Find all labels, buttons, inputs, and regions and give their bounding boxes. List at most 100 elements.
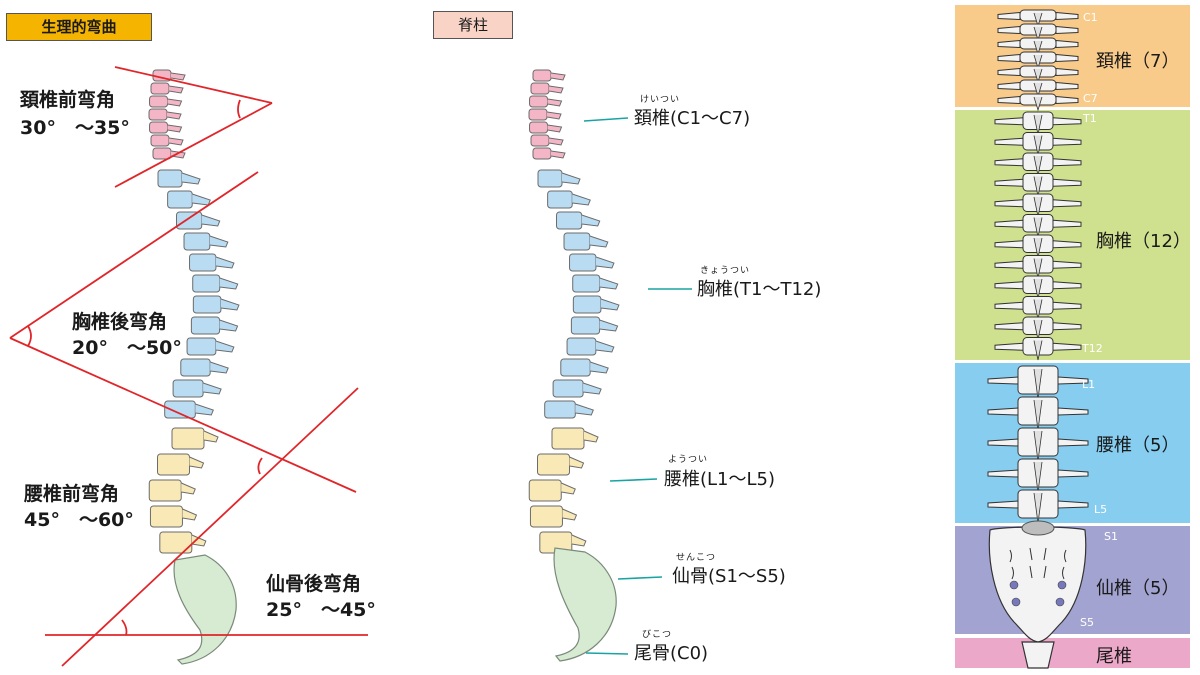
transverse-process — [997, 95, 1079, 105]
lumbar-label: 腰椎(L1～L5) — [664, 469, 776, 490]
middle-spinous-process — [583, 430, 599, 443]
left-spinous-process — [182, 508, 198, 521]
angle-lines — [9, 66, 368, 667]
transverse-process — [994, 301, 1082, 310]
label-l1: L1 — [1082, 378, 1096, 391]
curvature-title: 生理的弯曲 — [6, 13, 152, 41]
back-spinous-process — [1033, 340, 1043, 361]
middle-spinous-process — [562, 508, 578, 521]
left-spine — [148, 69, 240, 665]
transverse-process — [987, 407, 1089, 416]
left-spinous-process — [167, 124, 183, 133]
transverse-process — [994, 219, 1082, 228]
band-coccygeal-label: 尾椎 — [1096, 646, 1132, 667]
thoracic-angle-line-upper — [9, 171, 259, 339]
middle-spinous-process — [599, 277, 619, 290]
cervical-label: 頚椎(C1～C7) — [634, 108, 751, 129]
cervical-angle-line-lower — [114, 102, 273, 188]
left-spinous-process — [181, 482, 196, 495]
middle-spinous-process — [589, 235, 609, 248]
middle-spinous-process — [561, 482, 576, 495]
back-spinous-process — [1033, 96, 1043, 112]
transverse-process — [994, 260, 1082, 269]
left-spinous-process — [202, 382, 222, 395]
label-t1: T1 — [1083, 112, 1097, 125]
sacrum-label: 仙骨(S1～S5) — [672, 566, 786, 587]
coccyx-reading: びこつ — [642, 630, 673, 640]
label-t12: T12 — [1082, 342, 1103, 355]
left-spinous-process — [219, 319, 239, 332]
left-spinous-process — [195, 403, 214, 416]
label-c1: C1 — [1083, 11, 1098, 24]
transverse-process — [997, 39, 1079, 49]
middle-vertebra — [547, 190, 573, 209]
transverse-process — [987, 469, 1089, 478]
left-spinous-process — [192, 193, 211, 206]
spine-title: 脊柱 — [433, 11, 513, 39]
transverse-process — [994, 178, 1082, 187]
left-spinous-process — [201, 214, 221, 227]
label-s5: S5 — [1080, 616, 1094, 629]
left-spinous-process — [220, 298, 240, 311]
middle-spinous-process — [595, 340, 615, 353]
middle-spinous-process — [547, 124, 563, 133]
thoracic-reading: きょうつい — [700, 266, 751, 276]
band-lumbar-label: 腰椎（5） — [1096, 435, 1180, 456]
sacral-angle-range: 25° ～45° — [266, 599, 376, 621]
left-spinous-process — [166, 111, 182, 120]
left-spinous-process — [167, 98, 183, 107]
band-sacral-label: 仙椎（5） — [1096, 578, 1180, 599]
cervical-angle-name: 頚椎前弯角 — [20, 89, 116, 111]
middle-spinous-process — [582, 382, 602, 395]
middle-spinous-process — [600, 298, 620, 311]
cervical-angle-arc — [237, 99, 241, 119]
transverse-process — [994, 117, 1082, 126]
left-spinous-process — [209, 235, 229, 248]
transverse-process — [994, 240, 1082, 249]
left-spinous-process — [170, 72, 186, 81]
thoracic-angle-range: 20° ～50° — [72, 337, 182, 359]
left-spinous-process — [219, 277, 239, 290]
lumbar-angle-name: 腰椎前弯角 — [24, 483, 120, 505]
transverse-process — [994, 158, 1082, 167]
transverse-process — [994, 322, 1082, 331]
middle-spinous-process — [546, 111, 562, 120]
label-l5: L5 — [1094, 503, 1108, 516]
leader-sacrum — [617, 576, 663, 580]
left-spinous-process — [210, 361, 229, 374]
transverse-process — [997, 67, 1079, 77]
middle-spinous-process — [561, 172, 581, 185]
transverse-process — [994, 199, 1082, 208]
middle-spinous-process — [599, 319, 619, 332]
band-cervical-label: 頚椎（7） — [1096, 51, 1180, 72]
cervical-reading: けいつい — [640, 95, 681, 105]
left-spinous-process — [168, 137, 184, 146]
sacrum-reading: せんこつ — [676, 553, 717, 563]
label-s1: S1 — [1104, 530, 1118, 543]
middle-spinous-process — [590, 361, 609, 374]
middle-spinous-process — [595, 256, 615, 269]
thoracic-angle-name: 胸椎後弯角 — [72, 311, 168, 333]
transverse-process — [994, 281, 1082, 290]
transverse-process — [994, 137, 1082, 146]
thoracic-angle-line-lower — [9, 337, 357, 493]
transverse-process — [997, 53, 1079, 63]
left-spinous-process — [170, 150, 186, 159]
band-thoracic — [955, 110, 1190, 360]
leader-coccyx — [585, 652, 629, 655]
middle-spinous-process — [575, 403, 594, 416]
thoracic-label: 胸椎(T1～T12) — [697, 279, 822, 300]
left-spinous-process — [181, 172, 201, 185]
middle-spinous-process — [547, 98, 563, 107]
transverse-process — [997, 25, 1079, 35]
left-vertebra — [180, 358, 211, 377]
transverse-process — [987, 500, 1089, 509]
left-spinous-process — [215, 256, 235, 269]
middle-spinous-process — [569, 456, 585, 469]
thoracic-angle-arc — [27, 325, 32, 347]
leader-lumbar — [609, 478, 658, 482]
middle-spinous-process — [581, 214, 601, 227]
left-spinous-process — [168, 85, 184, 94]
band-coccygeal — [955, 638, 1190, 668]
